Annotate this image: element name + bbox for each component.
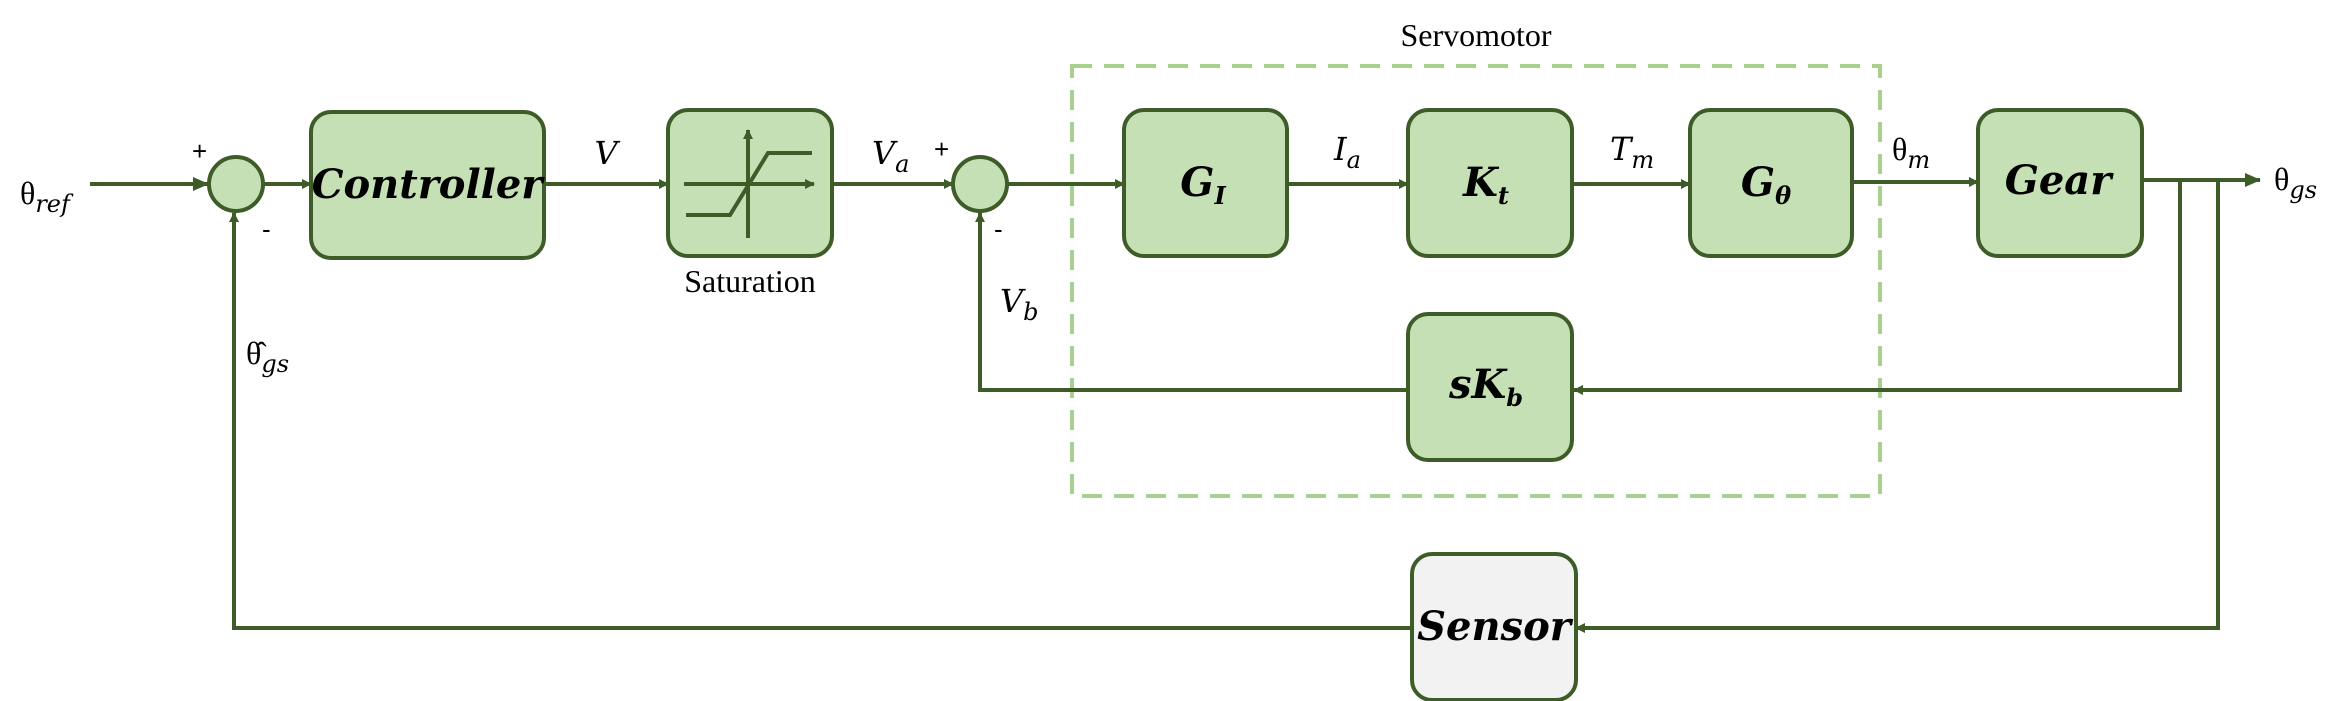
gear-label: Gear — [2005, 157, 2115, 204]
saturation-label: Saturation — [684, 263, 816, 299]
wire-gear-skb — [1573, 180, 2182, 395]
theta-m-signal-label: θm — [1892, 131, 1930, 174]
wire-sensor-sum1 — [229, 212, 1412, 630]
saturation-icon — [684, 129, 815, 238]
theta-gs-hat-label: θ̂gs — [246, 335, 289, 378]
servomotor-group — [1070, 64, 1882, 498]
theta-gs-output-label: θgs — [2274, 161, 2317, 204]
skb-label: sKb — [1448, 361, 1523, 412]
gi-label: GI — [1180, 159, 1226, 210]
skb-block — [1406, 312, 1574, 462]
servomotor-label: Servomotor — [1400, 17, 1551, 53]
wire-output-sensor — [1575, 180, 2220, 633]
sum2-minus-sign: - — [994, 214, 1003, 244]
controller-label: Controller — [312, 161, 546, 208]
sum1-minus-sign: - — [262, 214, 271, 244]
gear-block — [1976, 108, 2144, 258]
va-signal-label: Va — [872, 134, 909, 178]
sensor-label: Sensor — [1417, 603, 1574, 650]
sum2-plus-sign: + — [934, 134, 949, 164]
wire-skb-sum2 — [975, 212, 1408, 392]
vb-signal-label: Vb — [1000, 282, 1038, 326]
tm-signal-label: Tm — [1610, 130, 1654, 174]
kt-label: Kt — [1462, 159, 1509, 210]
v-signal-label: V — [594, 134, 620, 172]
sum-junction-2 — [951, 155, 1009, 213]
sum-junction-1 — [207, 155, 265, 213]
sum1-plus-sign: + — [192, 136, 207, 166]
theta-ref-label: θref — [20, 175, 74, 218]
gtheta-label: Gθ — [1741, 159, 1791, 210]
ia-signal-label: Ia — [1333, 130, 1361, 174]
